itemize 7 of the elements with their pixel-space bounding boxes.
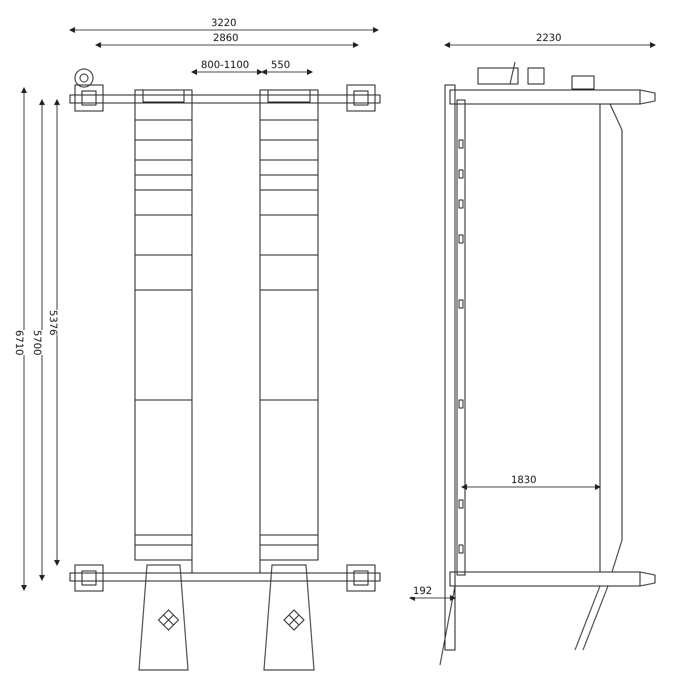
- dimension-label: 3220: [210, 18, 238, 29]
- dimension-label: 1830: [510, 475, 538, 486]
- dimension-label: 550: [270, 60, 292, 71]
- dimension-label: 800-1100: [200, 60, 250, 71]
- dimension-label: 192: [412, 586, 434, 597]
- dimension-label: 2230: [535, 33, 562, 44]
- dimension-label: 2860: [212, 33, 240, 44]
